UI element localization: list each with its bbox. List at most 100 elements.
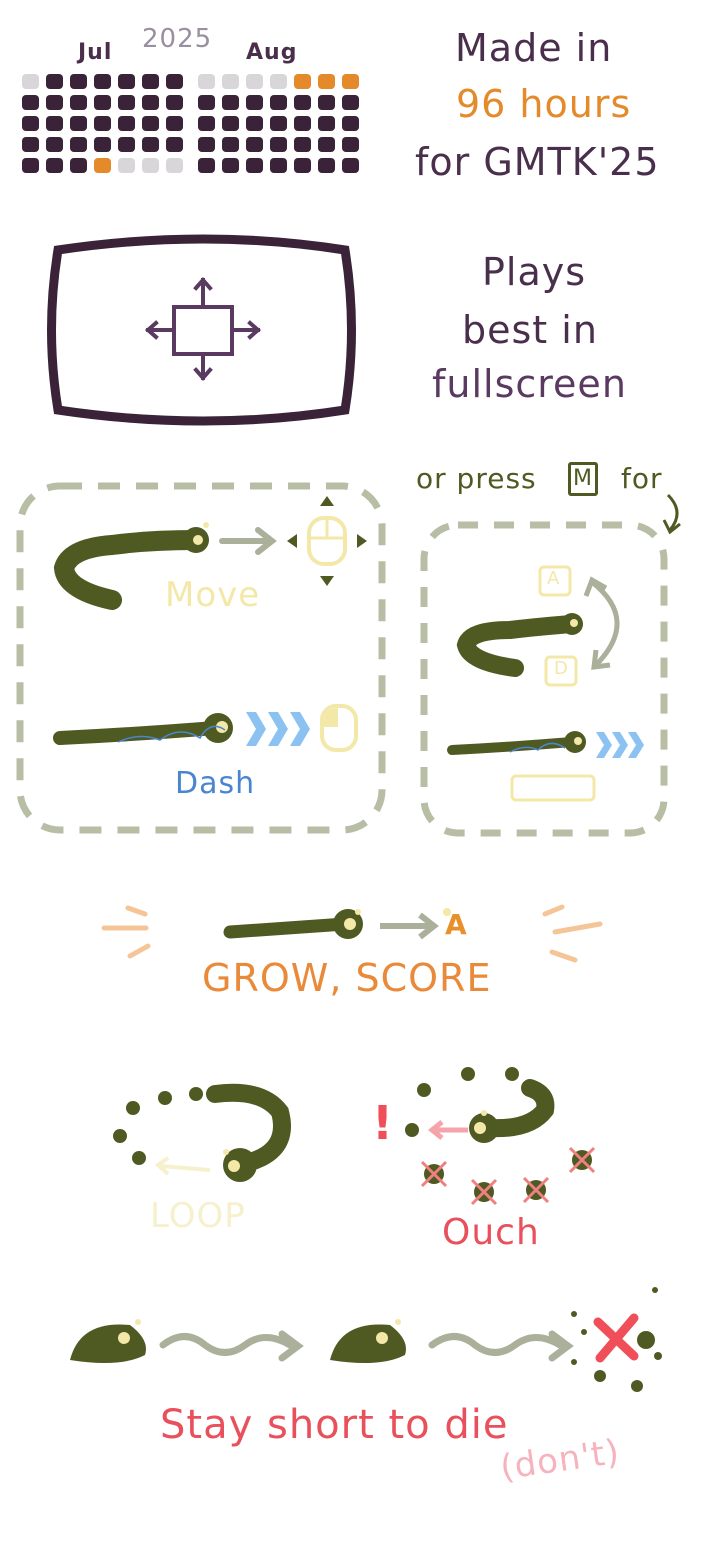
calendar-day-cell bbox=[142, 95, 159, 110]
calendar-day-cell bbox=[246, 116, 263, 131]
dash-label: Dash bbox=[175, 766, 256, 801]
calendar-day-cell bbox=[222, 137, 239, 152]
fullscreen-text: Plays best in fullscreen bbox=[420, 250, 700, 430]
calendar-day-cell bbox=[270, 158, 287, 173]
calendar-day-cell bbox=[222, 95, 239, 110]
calendar-day-cell bbox=[318, 158, 335, 173]
ouch-hit-markers bbox=[420, 1146, 596, 1206]
calendar-day-cell bbox=[22, 74, 39, 89]
calendar-day-cell bbox=[22, 95, 39, 110]
calendar-day-cell bbox=[70, 116, 87, 131]
calendar-month-jul: Jul bbox=[78, 40, 113, 65]
calendar-day-cell bbox=[342, 95, 359, 110]
calendar-day-cell bbox=[46, 158, 63, 173]
calendar-day-cell bbox=[222, 158, 239, 173]
death-marker bbox=[571, 1287, 662, 1392]
key-a-label: A bbox=[547, 568, 561, 589]
calendar-day-cell bbox=[70, 95, 87, 110]
toggle-suffix: for bbox=[621, 462, 663, 495]
calendar-day-cell bbox=[94, 137, 111, 152]
calendar-day-cell bbox=[46, 74, 63, 89]
calendar-day-cell bbox=[318, 74, 335, 89]
toggle-prefix: or press bbox=[416, 462, 537, 495]
calendar-day-cell bbox=[22, 116, 39, 131]
calendar-day-cell bbox=[222, 74, 239, 89]
calendar-day-cell bbox=[118, 95, 135, 110]
grow-pickup-letter: A bbox=[445, 908, 468, 941]
calendar-day-cell bbox=[342, 116, 359, 131]
calendar-day-cell bbox=[342, 158, 359, 173]
dash-chevrons bbox=[246, 712, 310, 746]
calendar-day-cell bbox=[318, 95, 335, 110]
mouse-controls-panel bbox=[16, 482, 386, 834]
calendar-day-cell bbox=[270, 137, 287, 152]
calendar-day-cell bbox=[270, 116, 287, 131]
calendar-day-cell bbox=[246, 158, 263, 173]
calendar-day-cell bbox=[22, 137, 39, 152]
move-label: Move bbox=[165, 575, 261, 615]
spacebar-key-icon bbox=[510, 774, 596, 802]
made-in-hours: 96 hours bbox=[456, 82, 632, 126]
calendar-day-cell bbox=[70, 137, 87, 152]
calendar-day-cell bbox=[318, 137, 335, 152]
calendar-grid bbox=[22, 74, 362, 184]
move-snake bbox=[53, 530, 205, 610]
calendar-day-cell bbox=[246, 95, 263, 110]
calendar-day-cell bbox=[198, 158, 215, 173]
calendar-day-cell bbox=[294, 95, 311, 110]
calendar-day-cell bbox=[270, 95, 287, 110]
toggle-key-label: M bbox=[573, 466, 593, 491]
calendar-day-cell bbox=[142, 116, 159, 131]
made-in-line1: Made in bbox=[455, 26, 613, 70]
calendar-day-cell bbox=[198, 95, 215, 110]
mouse-dash-icon bbox=[320, 704, 358, 752]
calendar-day-cell bbox=[142, 158, 159, 173]
calendar-day-cell bbox=[198, 116, 215, 131]
calendar-day-cell bbox=[142, 137, 159, 152]
calendar-day-cell bbox=[294, 137, 311, 152]
calendar-day-cell bbox=[118, 74, 135, 89]
calendar-day-cell bbox=[198, 74, 215, 89]
calendar-day-cell bbox=[22, 158, 39, 173]
calendar-day-cell bbox=[142, 74, 159, 89]
calendar-day-cell bbox=[198, 137, 215, 152]
calendar-day-cell bbox=[94, 95, 111, 110]
key-d-icon bbox=[544, 655, 578, 687]
ouch-label: Ouch bbox=[442, 1212, 540, 1253]
calendar-day-cell bbox=[46, 95, 63, 110]
calendar-day-cell bbox=[46, 116, 63, 131]
mouse-move-icon bbox=[287, 496, 367, 586]
keyboard-controls-panel bbox=[420, 521, 668, 837]
calendar-day-cell bbox=[118, 116, 135, 131]
calendar-month-aug: Aug bbox=[246, 40, 298, 65]
fullscreen-line2: best in bbox=[462, 308, 598, 352]
calendar-day-cell bbox=[166, 74, 183, 89]
fullscreen-line3: fullscreen bbox=[432, 362, 627, 406]
toggle-key-m[interactable]: M bbox=[568, 462, 598, 496]
calendar-day-cell bbox=[246, 137, 263, 152]
calendar-day-cell bbox=[294, 74, 311, 89]
calendar-day-cell bbox=[270, 74, 287, 89]
calendar-day-cell bbox=[166, 95, 183, 110]
calendar-day-cell bbox=[118, 137, 135, 152]
fullscreen-line1: Plays bbox=[482, 250, 587, 294]
calendar-day-cell bbox=[94, 116, 111, 131]
calendar-day-cell bbox=[166, 137, 183, 152]
grow-score-label: GROW, SCORE bbox=[202, 956, 492, 1000]
toggle-hint: or press M for bbox=[416, 462, 706, 502]
calendar-day-cell bbox=[318, 116, 335, 131]
calendar-day-cell bbox=[70, 158, 87, 173]
calendar-day-cell bbox=[46, 137, 63, 152]
calendar-day-cell bbox=[166, 158, 183, 173]
calendar-day-cell bbox=[294, 158, 311, 173]
ouch-exclaim: ! bbox=[372, 1096, 394, 1150]
loop-label: LOOP bbox=[150, 1196, 246, 1236]
calendar-day-cell bbox=[342, 137, 359, 152]
calendar-panel: Jul 2025 Aug bbox=[18, 22, 368, 187]
calendar-year: 2025 bbox=[142, 24, 213, 54]
calendar-day-cell bbox=[70, 74, 87, 89]
made-in-block: Made in 96 hours for GMTK'25 bbox=[400, 26, 700, 196]
